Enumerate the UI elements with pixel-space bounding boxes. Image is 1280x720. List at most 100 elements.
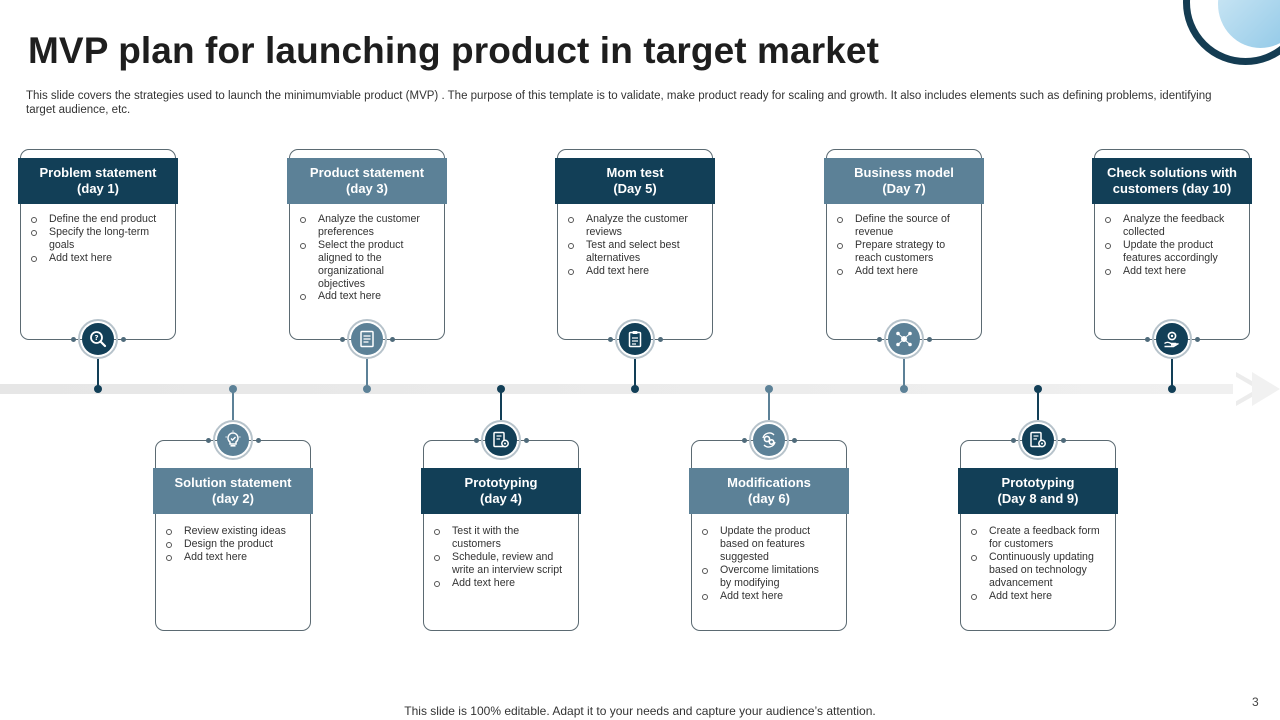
step-title: Mom test (606, 165, 664, 180)
step-header: Problem statement(day 1) (18, 158, 178, 204)
network-hub-icon (884, 319, 924, 359)
clipboard-test-icon (615, 319, 655, 359)
document-gear-icon (481, 420, 521, 460)
document-list-icon (347, 319, 387, 359)
step-header: Product statement(day 3) (287, 158, 447, 204)
step-title: Prototyping (1001, 475, 1075, 490)
bullet-item: Continuously updating based on technolog… (970, 551, 1100, 590)
bullet-item: Add text here (30, 252, 160, 265)
step-header: Modifications(day 6) (689, 468, 849, 514)
step-title: Business model (854, 165, 954, 180)
timeline-arrow-tip-icon (1252, 372, 1280, 406)
lightbulb-check-icon-badge (217, 424, 249, 456)
bullet-item: Test it with the customers (433, 525, 563, 551)
bullet-item: Overcome limitations by modifying (701, 564, 831, 590)
hand-gear-icon (1152, 319, 1192, 359)
step-header: Prototyping(day 4) (421, 468, 581, 514)
document-gear-icon (1018, 420, 1058, 460)
step-header: Mom test(Day 5) (555, 158, 715, 204)
step-title: Prototyping (464, 475, 538, 490)
icon-side-dot (1194, 336, 1200, 342)
bullet-item: Add text here (165, 551, 295, 564)
bullet-item: Update the product features accordingly (1104, 239, 1234, 265)
bullet-item: Add text here (970, 590, 1100, 603)
icon-side-dot (523, 437, 529, 443)
icon-side-dot (473, 437, 479, 443)
clipboard-test-icon-badge (619, 323, 651, 355)
step-header: Business model(Day 7) (824, 158, 984, 204)
bullet-item: Review existing ideas (165, 525, 295, 538)
step-title: Problem statement (39, 165, 157, 180)
icon-side-dot (1060, 437, 1066, 443)
bullet-item: Add text here (1104, 265, 1234, 278)
bullet-item: Design the product (165, 538, 295, 551)
timeline-dot (900, 385, 908, 393)
bullet-item: Define the source of revenue (836, 213, 966, 239)
slide-subtitle: This slide covers the strategies used to… (26, 90, 1212, 116)
bullet-item: Create a feedback form for customers (970, 525, 1100, 551)
icon-side-dot (607, 336, 613, 342)
step-day: (day 3) (346, 181, 388, 196)
timeline-connector (634, 359, 636, 389)
step-title: Check solutions with (1106, 165, 1237, 180)
bullet-item: Define the end product (30, 213, 160, 226)
step-title: Solution statement (174, 475, 292, 490)
step-day: (Day 7) (882, 181, 926, 196)
bullet-item: Add text here (433, 577, 563, 590)
magnifier-question-icon-badge: ? (82, 323, 114, 355)
icon-side-dot (70, 336, 76, 342)
step-title: Modifications (727, 475, 811, 490)
timeline-connector (97, 359, 99, 389)
step-day: customers (day 10) (1112, 181, 1232, 196)
bullet-item: Analyze the feedback collected (1104, 213, 1234, 239)
svg-text:?: ? (94, 334, 98, 342)
bullet-item: Add text here (836, 265, 966, 278)
bullet-item: Add text here (299, 290, 429, 303)
step-day: (day 2) (212, 491, 254, 506)
bullet-item: Test and select best alternatives (567, 239, 697, 265)
slide-title: MVP plan for launching product in target… (28, 30, 880, 71)
bullet-item: Schedule, review and write an interview … (433, 551, 563, 577)
magnifier-question-icon: ? (78, 319, 118, 359)
timeline-axis (0, 384, 1240, 394)
icon-side-dot (926, 336, 932, 342)
icon-side-dot (339, 336, 345, 342)
gears-cycle-icon (749, 420, 789, 460)
icon-side-dot (1144, 336, 1150, 342)
step-day: (Day 8 and 9) (997, 491, 1079, 506)
timeline-connector (768, 389, 770, 420)
step-bullet-list: Update the product based on features sug… (701, 525, 831, 602)
network-hub-icon-badge (888, 323, 920, 355)
bullet-item: Analyze the customer reviews (567, 213, 697, 239)
icon-side-dot (255, 437, 261, 443)
step-header: Solution statement(day 2) (153, 468, 313, 514)
icon-side-dot (205, 437, 211, 443)
bullet-item: Update the product based on features sug… (701, 525, 831, 564)
bullet-item: Prepare strategy to reach customers (836, 239, 966, 265)
timeline-dot (631, 385, 639, 393)
step-title: Product statement (309, 165, 425, 180)
page-number: 3 (1252, 695, 1259, 709)
timeline-connector (500, 389, 502, 420)
hand-gear-icon-badge (1156, 323, 1188, 355)
lightbulb-check-icon (213, 420, 253, 460)
timeline-dot (1168, 385, 1176, 393)
footer-note: This slide is 100% editable. Adapt it to… (404, 704, 876, 718)
timeline-dot (94, 385, 102, 393)
document-gear-icon-badge (1022, 424, 1054, 456)
document-gear-icon-badge (485, 424, 517, 456)
step-header: Prototyping(Day 8 and 9) (958, 468, 1118, 514)
step-day: (day 4) (480, 491, 522, 506)
timeline-connector (1171, 359, 1173, 389)
step-day: (day 6) (748, 491, 790, 506)
icon-side-dot (120, 336, 126, 342)
bullet-item: Specify the long-term goals (30, 226, 160, 252)
document-list-icon-badge (351, 323, 383, 355)
timeline-connector (366, 359, 368, 389)
